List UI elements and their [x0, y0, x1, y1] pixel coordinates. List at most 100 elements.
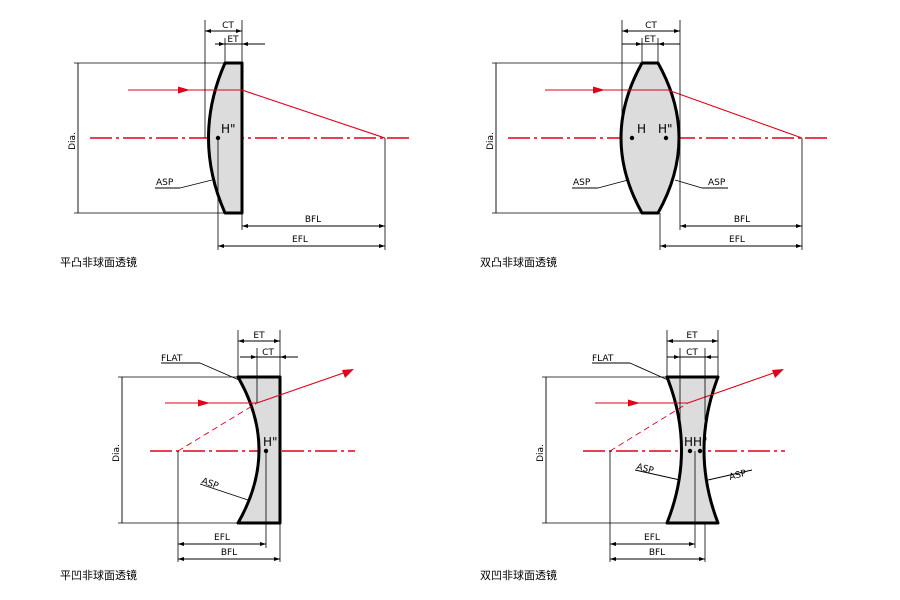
efl-arrow-left — [218, 244, 224, 248]
principal-point-h2 — [697, 448, 703, 454]
hh-label: HH" — [684, 435, 708, 449]
ct-arrow-left — [205, 29, 211, 33]
caption-bi-convex: 双凸非球面透镜 — [480, 255, 557, 269]
h-label: H — [637, 122, 646, 136]
asp-leader — [199, 483, 249, 501]
et-arrow-left — [667, 339, 673, 343]
asp-leader-left — [634, 469, 681, 481]
bfl-arrow-left — [178, 557, 184, 561]
ct-label: CT — [645, 21, 657, 31]
ct-label: CT — [686, 348, 698, 358]
asp-leader-left-diag — [597, 179, 629, 189]
efl-label: EFL — [644, 533, 660, 543]
asp-label-right: ASP — [708, 178, 726, 188]
efl-arrow-right — [379, 244, 385, 248]
efl-label: EFL — [292, 235, 308, 245]
h2-label: H" — [263, 435, 278, 449]
ct-arrow-right — [705, 355, 711, 359]
bi-convex-lens — [619, 61, 681, 215]
principal-point-h — [629, 135, 635, 141]
et-label: ET — [644, 35, 656, 45]
asp-leader-diag — [179, 179, 213, 189]
virtual-ray — [177, 402, 258, 452]
ct-arrow-left — [622, 29, 628, 33]
caption-bi-concave: 双凹非球面透镜 — [480, 568, 557, 582]
efl-arrow-left — [660, 244, 666, 248]
dia-label: Dia. — [112, 444, 122, 462]
asp-label-right: ASP — [728, 469, 748, 483]
dia-label: Dia. — [68, 132, 78, 150]
bfl-arrow-right — [379, 224, 385, 228]
ct-arrow-left — [674, 355, 680, 359]
ct-arrow-left — [251, 355, 257, 359]
bfl-arrow-left — [242, 224, 248, 228]
et-label: ET — [227, 35, 239, 45]
efl-label: EFL — [729, 235, 745, 245]
ct-arrow-right — [280, 355, 286, 359]
refracted-ray — [241, 89, 386, 139]
dia-label: Dia. — [536, 444, 546, 462]
figure-bi-convex: H H" Dia. CT ET ASP ASP BFL — [480, 20, 828, 269]
et-arrow-right — [712, 339, 718, 343]
efl-arrow-right — [796, 244, 802, 248]
caption-plano-convex: 平凸非球面透镜 — [60, 255, 137, 269]
dia-label: Dia. — [486, 132, 496, 150]
refracted-ray — [667, 89, 803, 139]
ct-label: CT — [222, 21, 234, 31]
asp-label-left: ASP — [573, 178, 591, 188]
asp-leader-right — [707, 469, 753, 481]
diverging-ray-arrow — [342, 369, 354, 378]
efl-arrow-right — [260, 542, 266, 546]
bfl-label: BFL — [649, 548, 665, 558]
bfl-label: BFL — [305, 215, 321, 225]
h2-label: H" — [221, 122, 236, 136]
flat-leader-diag — [199, 362, 240, 381]
asp-label: ASP — [156, 178, 174, 188]
bfl-arrow-right — [699, 557, 705, 561]
et-arrow-right — [242, 42, 248, 46]
flat-label: FLAT — [592, 354, 614, 364]
principal-point-h2 — [663, 135, 669, 141]
et-label: ET — [686, 331, 698, 341]
flat-label: FLAT — [161, 354, 183, 364]
et-arrow-left — [636, 42, 642, 46]
figure-plano-convex: H" Dia. CT ET ASP BFL — [60, 20, 412, 269]
ct-label: CT — [262, 348, 274, 358]
efl-arrow-left — [610, 542, 616, 546]
diverging-ray — [256, 369, 353, 404]
virtual-ray — [609, 402, 689, 452]
plano-convex-lens — [207, 61, 244, 215]
efl-arrow-right — [689, 542, 695, 546]
ray-arrow — [628, 399, 640, 407]
bfl-label: BFL — [734, 215, 750, 225]
ray-arrow — [178, 86, 190, 94]
h2-label: H" — [658, 122, 673, 136]
bfl-arrow-left — [680, 224, 686, 228]
ray-arrow — [198, 399, 210, 407]
bfl-label: BFL — [221, 548, 237, 558]
bfl-arrow-right — [274, 557, 280, 561]
diverging-ray-arrow — [772, 369, 784, 378]
et-arrow-right — [274, 339, 280, 343]
ct-arrow-right — [674, 29, 680, 33]
et-label: ET — [253, 331, 265, 341]
caption-plano-concave: 平凹非球面透镜 — [60, 568, 137, 582]
efl-label: EFL — [214, 533, 230, 543]
bfl-arrow-right — [796, 224, 802, 228]
figure-bi-concave: HH" Dia. ET CT FLAT ASP ASP EFL — [480, 330, 785, 582]
flat-leader-diag — [629, 362, 669, 381]
ct-arrow-right — [236, 29, 242, 33]
et-arrow-right — [658, 42, 664, 46]
asp-leader-right-diag — [674, 179, 703, 189]
principal-point-h — [687, 448, 693, 454]
efl-arrow-left — [178, 542, 184, 546]
bfl-arrow-left — [610, 557, 616, 561]
diverging-ray — [687, 369, 783, 404]
asp-label-left: ASP — [635, 462, 655, 476]
et-arrow-left — [219, 42, 225, 46]
ray-arrow — [593, 86, 605, 94]
plano-concave-lens — [236, 375, 282, 525]
bi-concave-lens — [665, 375, 720, 525]
et-arrow-left — [238, 339, 244, 343]
